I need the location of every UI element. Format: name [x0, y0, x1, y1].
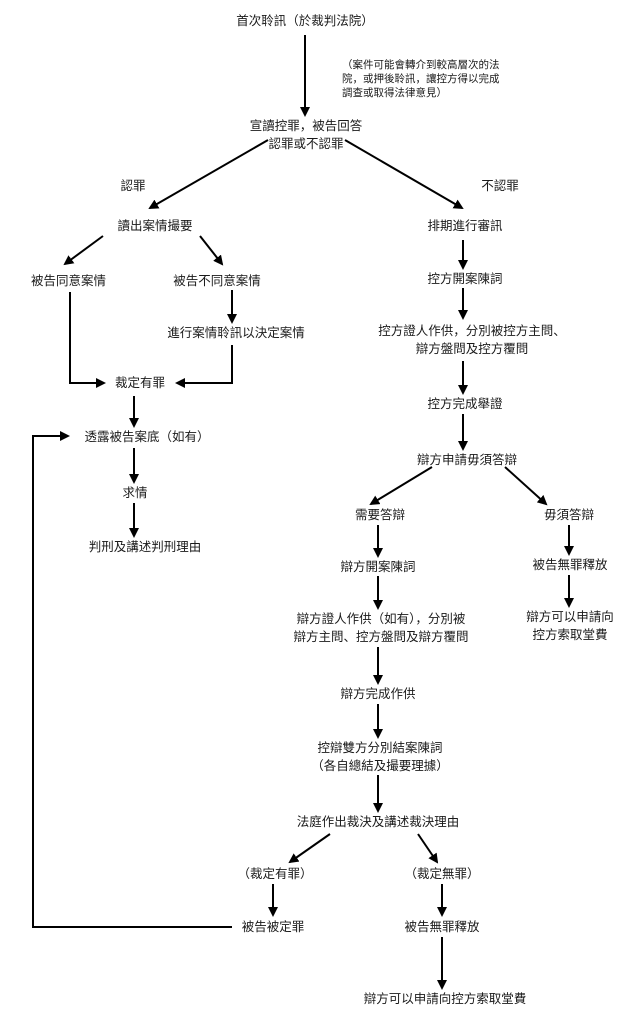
arrow-hearing-to-convicted — [175, 345, 233, 388]
arrow-plea-to-not-guilty — [344, 139, 464, 210]
defence-witnesses: 辯方證人作供（如有），分別被 辯方主問、控方盤問及辯方覆問 — [293, 611, 469, 644]
not-guilty-plea-label: 不認罪 — [481, 178, 519, 193]
read-facts: 讀出案情撮要 — [117, 218, 193, 233]
case-to-answer: 需要答辯 — [354, 507, 405, 522]
no-case-submission: 辯方申請毋須答辯 — [416, 452, 517, 467]
guilty-plea-label: 認罪 — [120, 178, 146, 193]
defence-close: 辯方完成作供 — [340, 686, 416, 701]
arrow-no-case-to-no-answer — [504, 466, 548, 506]
prosecution-close: 控方完成舉證 — [427, 396, 503, 411]
defence-opening: 辯方開案陳詞 — [340, 559, 416, 574]
referral-note: （案件可能會轉介到較高層次的法 院，或押後聆訊，讓控方得以完成 調查或取得法律意… — [342, 59, 500, 99]
first-hearing: 首次聆訊（於裁判法院） — [236, 13, 374, 28]
fact-hearing: 進行案情聆訊以決定案情 — [167, 325, 305, 340]
prosecution-opening: 控方開案陳詞 — [427, 271, 503, 286]
arrow-no-case-to-answer — [369, 466, 433, 506]
arrow-plea-to-guilty — [148, 139, 269, 209]
convicted: 裁定有罪 — [114, 375, 165, 390]
defendant-convicted: 被告被定罪 — [241, 919, 305, 934]
arrow-convicted-back-to-record — [32, 431, 232, 928]
arrow-verdict-to-guilty — [288, 833, 331, 864]
arrow-facts-to-agree — [63, 235, 104, 266]
no-case-to-answer: 毋須答辯 — [543, 507, 594, 522]
costs-application-2: 辯方可以申請向控方索取堂費 — [363, 991, 527, 1006]
closing-submissions: 控辯雙方分別結案陳詞 （各自總結及撮要理據） — [311, 740, 449, 773]
costs-application-1: 辯方可以申請向 控方索取堂費 — [526, 609, 614, 642]
arrow-verdict-to-not-guilty — [417, 833, 439, 864]
acquitted-no-case: 被告無罪釋放 — [532, 557, 608, 572]
arrow-agree-to-convicted — [69, 292, 106, 388]
defendant-disagrees: 被告不同意案情 — [173, 273, 261, 288]
plea: 宣讀控罪，被告回答 認罪或不認罪 — [249, 118, 363, 151]
disclose-record: 透露被告案底（如有） — [84, 429, 210, 444]
found-not-guilty: （裁定無罪） — [404, 866, 480, 881]
defendant-agrees: 被告同意案情 — [30, 273, 106, 288]
verdict: 法庭作出裁決及講述裁決理由 — [296, 814, 460, 829]
prosecution-witnesses: 控方證人作供，分別被控方主問、 辯方盤問及控方覆問 — [378, 323, 566, 356]
mitigation: 求情 — [122, 485, 148, 500]
found-guilty: （裁定有罪） — [237, 866, 313, 881]
acquitted-verdict: 被告無罪釋放 — [404, 919, 480, 934]
sentence: 判刑及講述判刑理由 — [88, 539, 202, 554]
schedule-trial: 排期進行審訊 — [427, 218, 503, 233]
arrow-facts-to-disagree — [199, 235, 224, 266]
